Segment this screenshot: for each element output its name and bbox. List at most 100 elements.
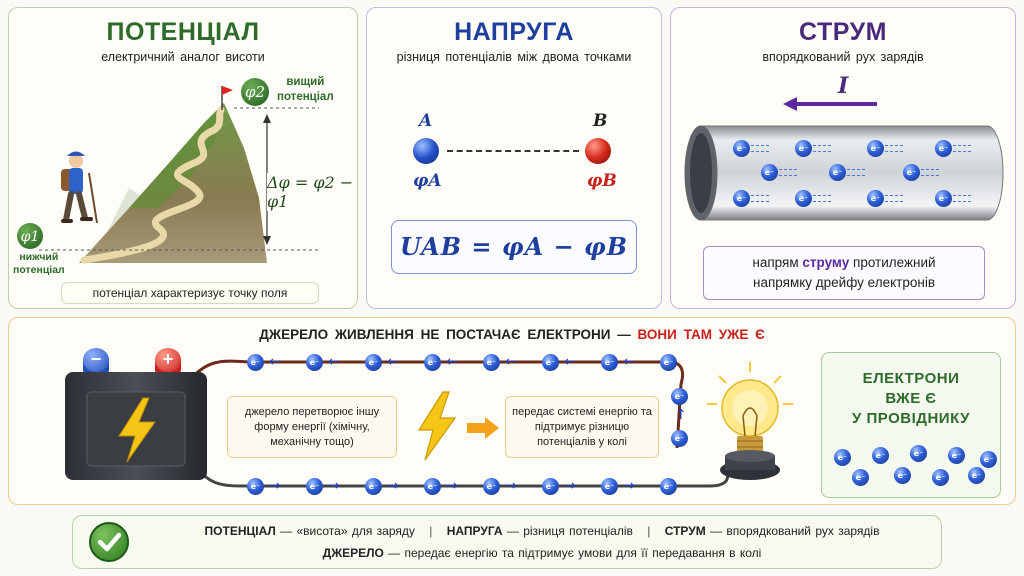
phi1-badge: φ1 bbox=[17, 223, 43, 249]
electron-icon: e⁻ bbox=[542, 354, 559, 371]
drift-trail bbox=[953, 145, 971, 152]
drift-trail bbox=[885, 195, 903, 202]
arrow-left-icon: ← bbox=[387, 354, 399, 370]
voltage-title: НАПРУГА bbox=[454, 18, 574, 46]
arrow-right-icon: → bbox=[446, 478, 458, 494]
current-caption: напрям струму протилежний напрямку дрейф… bbox=[703, 246, 985, 300]
phi-a-label: φA bbox=[413, 171, 442, 191]
voltage-formula-box: UAB = φA − φB bbox=[391, 220, 637, 274]
arrow-left-icon: ← bbox=[564, 354, 576, 370]
electron-icon: e⁻ bbox=[733, 190, 750, 207]
voltage-subtitle: різниця потенціалів між двома точками bbox=[396, 50, 632, 64]
source-note-right: передає системі енергію та підтримує різ… bbox=[505, 396, 659, 458]
arrow-left-icon: ← bbox=[446, 354, 458, 370]
light-bulb-icon bbox=[707, 362, 793, 480]
battery-icon bbox=[65, 356, 207, 480]
electron-icon: e⁻ bbox=[660, 478, 677, 495]
electron-icon: e⁻ bbox=[980, 451, 997, 468]
conductor-tube bbox=[684, 125, 1004, 221]
electron-icon: e⁻ bbox=[829, 164, 846, 181]
electron-icon: e⁻ bbox=[660, 354, 677, 371]
drift-trail bbox=[885, 145, 903, 152]
electron-icon: e⁻ bbox=[867, 190, 884, 207]
electron-icon: e⁻ bbox=[867, 140, 884, 157]
electron-icon: e⁻ bbox=[872, 447, 889, 464]
flag-icon bbox=[222, 86, 233, 95]
electron-icon: e⁻ bbox=[852, 469, 869, 486]
phi1-label: нижчий потенціал bbox=[13, 251, 65, 276]
electron-icon: e⁻ bbox=[671, 388, 688, 405]
electron-icon: e⁻ bbox=[365, 354, 382, 371]
electron-icon: e⁻ bbox=[903, 164, 920, 181]
mountain-illustration bbox=[39, 86, 319, 264]
source-heading: ДЖЕРЕЛО ЖИВЛЕННЯ НЕ ПОСТАЧАЄ ЕЛЕКТРОНИ —… bbox=[259, 327, 765, 342]
drift-trail bbox=[921, 169, 939, 176]
check-icon bbox=[89, 522, 129, 562]
electron-icon: e⁻ bbox=[601, 354, 618, 371]
battery-plus-terminal: + bbox=[155, 348, 181, 372]
arrow-left-icon: ← bbox=[269, 354, 281, 370]
drift-trail bbox=[813, 145, 831, 152]
electron-icon: e⁻ bbox=[761, 164, 778, 181]
electron-icon: e⁻ bbox=[306, 478, 323, 495]
phi2-symbol: φ2 bbox=[244, 83, 266, 101]
phi1-symbol: φ1 bbox=[20, 229, 40, 245]
electron-icon: e⁻ bbox=[542, 478, 559, 495]
electron-icon: e⁻ bbox=[948, 447, 965, 464]
arrow-right-icon: → bbox=[623, 478, 635, 494]
electron-icon: e⁻ bbox=[306, 354, 323, 371]
arrow-right-icon: → bbox=[505, 478, 517, 494]
current-symbol: I bbox=[838, 73, 849, 99]
arrow-left-icon: ← bbox=[505, 354, 517, 370]
source-card: ДЖЕРЕЛО ЖИВЛЕННЯ НЕ ПОСТАЧАЄ ЕЛЕКТРОНИ —… bbox=[8, 317, 1016, 505]
potential-caption: потенціал характеризує точку поля bbox=[61, 282, 319, 304]
electron-icon: e⁻ bbox=[834, 449, 851, 466]
electron-icon: e⁻ bbox=[424, 354, 441, 371]
phi2-label: вищий потенціал bbox=[277, 76, 334, 103]
point-a-label: A bbox=[419, 111, 433, 131]
voltage-formula: UAB = φA − φB bbox=[399, 232, 629, 261]
drift-trail bbox=[751, 145, 769, 152]
electron-icon: e⁻ bbox=[601, 478, 618, 495]
current-direction-arrow-icon bbox=[783, 97, 877, 111]
arrow-up-icon: ↑ bbox=[675, 407, 687, 423]
delta-formula: Δφ = φ2 − φ1 bbox=[267, 173, 357, 211]
electron-icon: e⁻ bbox=[932, 469, 949, 486]
arrow-left-icon: ← bbox=[623, 354, 635, 370]
electrons-exist-box: ЕЛЕКТРОНИ ВЖЕ Є У ПРОВІДНИКУ e⁻e⁻e⁻e⁻e⁻e… bbox=[821, 352, 1001, 498]
electron-icon: e⁻ bbox=[795, 190, 812, 207]
point-b-sphere bbox=[585, 138, 611, 164]
drift-trail bbox=[953, 195, 971, 202]
summary-card: ПОТЕНЦІАЛ — «висота» для заряду | НАПРУГ… bbox=[72, 515, 942, 569]
voltage-card: НАПРУГА різниця потенціалів між двома то… bbox=[366, 7, 662, 309]
electron-icon: e⁻ bbox=[483, 478, 500, 495]
electrons-exist-text: ЕЛЕКТРОНИ ВЖЕ Є У ПРОВІДНИКУ bbox=[852, 370, 970, 427]
electron-icon: e⁻ bbox=[968, 467, 985, 484]
transfer-arrow-icon bbox=[467, 417, 499, 439]
drift-trail bbox=[813, 195, 831, 202]
summary-line-1: ПОТЕНЦІАЛ — «висота» для заряду | НАПРУГ… bbox=[204, 524, 880, 538]
arrow-right-icon: → bbox=[328, 478, 340, 494]
electron-icon: e⁻ bbox=[935, 140, 952, 157]
arrow-right-icon: → bbox=[564, 478, 576, 494]
current-title: СТРУМ bbox=[799, 18, 887, 46]
hiker-icon bbox=[61, 151, 98, 224]
drift-trail bbox=[779, 169, 797, 176]
electron-icon: e⁻ bbox=[910, 445, 927, 462]
current-subtitle: впорядкований рух зарядів bbox=[762, 50, 924, 64]
summary-line-2: ДЖЕРЕЛО — передає енергію та підтримує у… bbox=[322, 546, 762, 560]
electron-icon: e⁻ bbox=[671, 430, 688, 447]
arrow-left-icon: ← bbox=[328, 354, 340, 370]
electron-icon: e⁻ bbox=[247, 478, 264, 495]
drift-trail bbox=[751, 195, 769, 202]
potential-title: ПОТЕНЦІАЛ bbox=[106, 18, 260, 46]
electron-icon: e⁻ bbox=[365, 478, 382, 495]
electron-icon: e⁻ bbox=[424, 478, 441, 495]
electron-icon: e⁻ bbox=[795, 140, 812, 157]
point-a-sphere bbox=[413, 138, 439, 164]
phi-b-label: φB bbox=[587, 171, 617, 191]
point-b-label: B bbox=[593, 111, 608, 131]
potential-card: ПОТЕНЦІАЛ електричний аналог висоти bbox=[8, 7, 358, 309]
arrow-right-icon: → bbox=[387, 478, 399, 494]
battery-minus-terminal: − bbox=[83, 348, 109, 372]
